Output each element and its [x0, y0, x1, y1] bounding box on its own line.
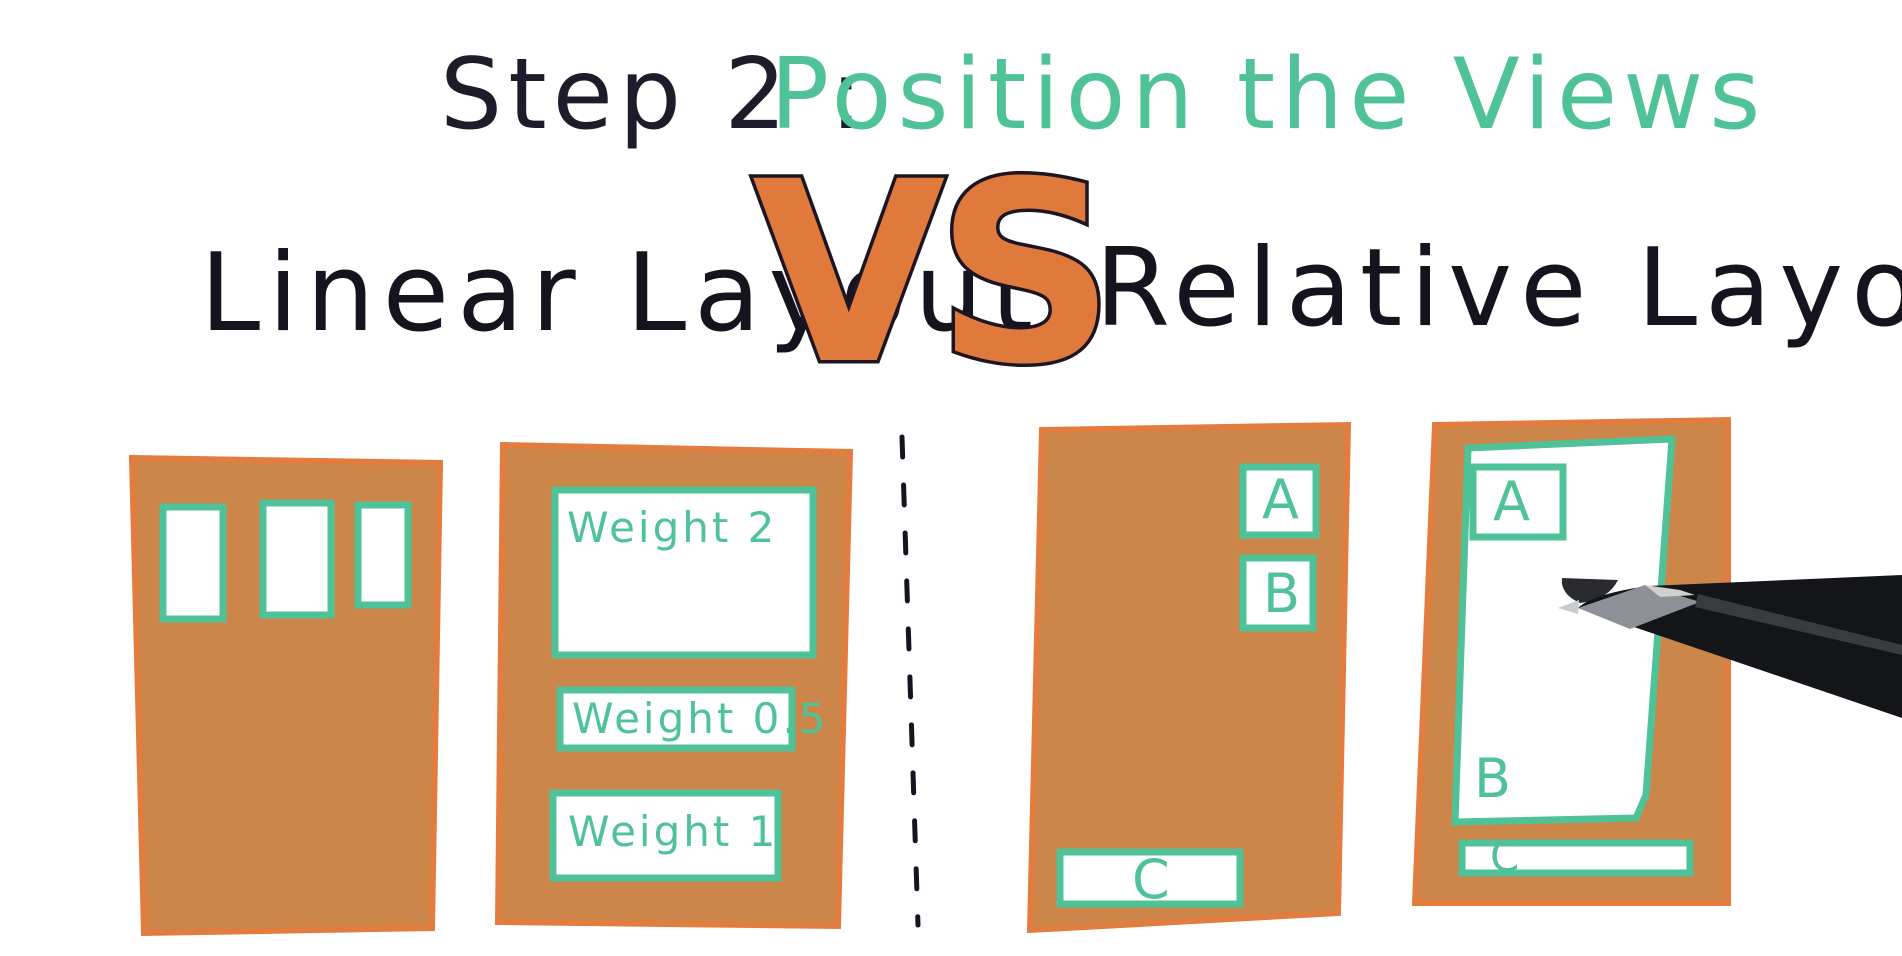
step-subtitle: Position the Views: [770, 38, 1766, 152]
weight-2-view: [551, 486, 817, 659]
dashed-divider: [899, 434, 921, 928]
view-box: [159, 503, 227, 623]
weight-2-label: Weight 2: [567, 503, 777, 552]
view-c-box: [1056, 848, 1244, 908]
view-b-box: [1239, 554, 1317, 632]
stylus-pen: [1558, 575, 1902, 718]
phone-frame: [1026, 421, 1352, 934]
view-b-label: B: [1263, 562, 1306, 625]
relative-layout-label: Relative Layout: [1095, 226, 1902, 351]
step-title: Step 2 :: [440, 38, 869, 152]
linear-layout-horizontal-example: [128, 454, 444, 937]
pen-grip-shadow: [1561, 578, 1618, 603]
relative-layout-example-1: A B C: [1026, 421, 1352, 934]
view-a-label: A: [1262, 468, 1305, 531]
view-a-box: [1469, 463, 1567, 541]
view-c-box: [1458, 839, 1694, 877]
pen-nib: [1558, 600, 1579, 614]
view-box: [354, 501, 412, 609]
weight-half-label: Weight 0.5: [572, 694, 828, 743]
weight-1-view: [549, 789, 782, 882]
pen-reflection: [1695, 594, 1902, 655]
view-b-label: B: [1474, 747, 1517, 810]
view-c-label: C: [1490, 832, 1522, 881]
view-a-box: [1239, 463, 1320, 539]
view-box: [259, 499, 335, 619]
pen-highlight: [1645, 585, 1695, 597]
view-c-label: C: [1132, 848, 1176, 911]
relative-layout-example-2: A B C: [1411, 416, 1731, 906]
vs-label: VS: [752, 128, 1106, 419]
weight-half-view: [556, 686, 796, 752]
linear-layout-weights-example: Weight 2 Weight 0.5 Weight 1: [494, 441, 854, 930]
linear-layout-label: Linear Layout: [200, 231, 1041, 356]
weight-1-label: Weight 1: [568, 807, 778, 856]
view-a-label: A: [1493, 470, 1536, 533]
